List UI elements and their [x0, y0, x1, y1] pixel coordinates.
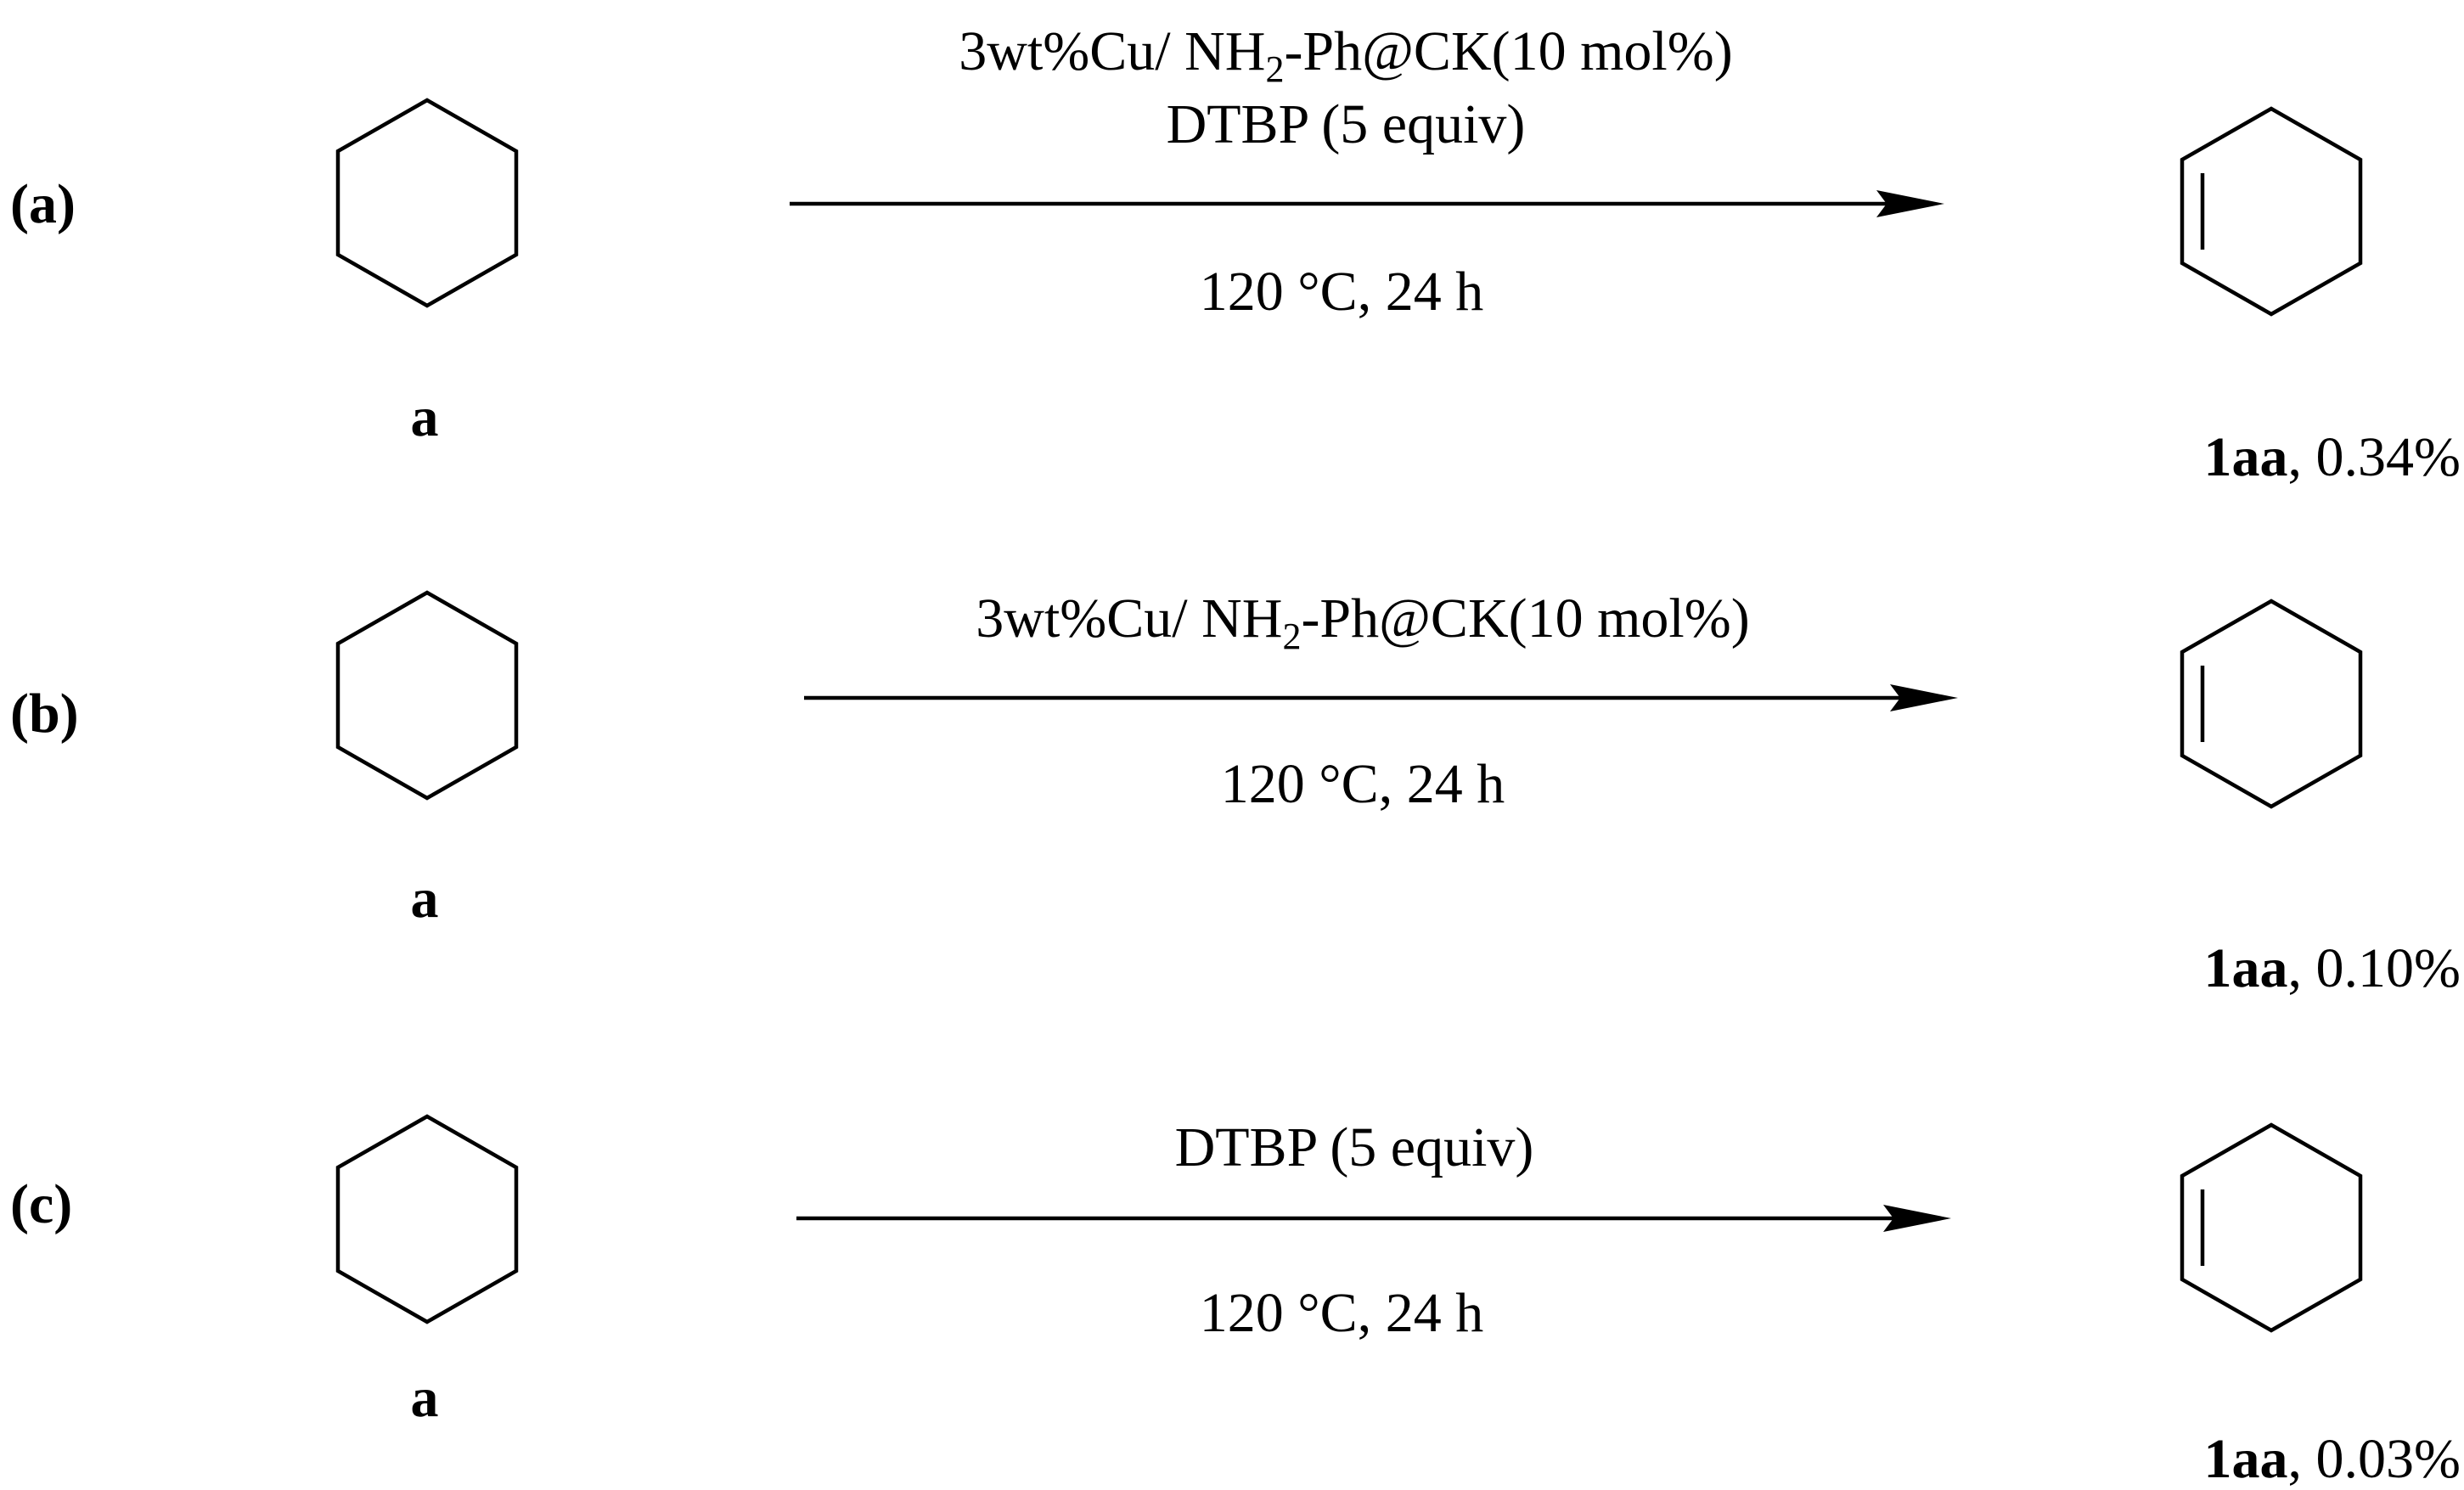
- cyclohexane-structure: [335, 1114, 519, 1324]
- reaction-label: (c): [10, 1173, 72, 1235]
- reaction-label: (b): [10, 683, 79, 745]
- reaction-label: (a): [10, 173, 76, 235]
- substrate-label: a: [411, 386, 439, 448]
- cyclohexane-structure: [335, 98, 519, 308]
- temperature-time-condition: 120 °C, 24 h: [1200, 261, 1483, 323]
- cyclohexene-structure: [2180, 1122, 2363, 1333]
- substrate-label: a: [411, 1367, 439, 1429]
- oxidant-condition: DTBP (5 equiv): [1175, 1116, 1534, 1178]
- reaction-a: (a) a 3wt%Cu/ NH2-Ph@CK(10 mol%) DTBP (5…: [10, 20, 2461, 488]
- arrowhead: [1883, 1205, 1951, 1232]
- catalyst-condition: 3wt%Cu/ NH2-Ph@CK(10 mol%): [959, 20, 1732, 90]
- temperature-time-condition: 120 °C, 24 h: [1200, 1282, 1483, 1344]
- product-yield-label: 1aa, 0.34%: [2204, 426, 2461, 488]
- arrowhead: [1876, 190, 1944, 217]
- temperature-time-condition: 120 °C, 24 h: [1221, 753, 1505, 815]
- product-yield-label: 1aa, 0.10%: [2204, 937, 2461, 999]
- cyclohexane-structure: [335, 590, 519, 801]
- arrowhead: [1890, 684, 1958, 711]
- cyclohexene-structure: [2180, 599, 2363, 809]
- cyclohexene-structure: [2180, 106, 2363, 317]
- catalyst-condition: 3wt%Cu/ NH2-Ph@CK(10 mol%): [976, 588, 1749, 657]
- reaction-c: (c) a DTBP (5 equiv) 120 °C, 24 h 1aa, 0…: [10, 1114, 2461, 1490]
- oxidant-condition: DTBP (5 equiv): [1167, 93, 1526, 155]
- substrate-label: a: [411, 868, 439, 930]
- product-yield-label: 1aa, 0.03%: [2204, 1428, 2461, 1490]
- reaction-b: (b) a 3wt%Cu/ NH2-Ph@CK(10 mol%) 120 °C,…: [10, 588, 2461, 999]
